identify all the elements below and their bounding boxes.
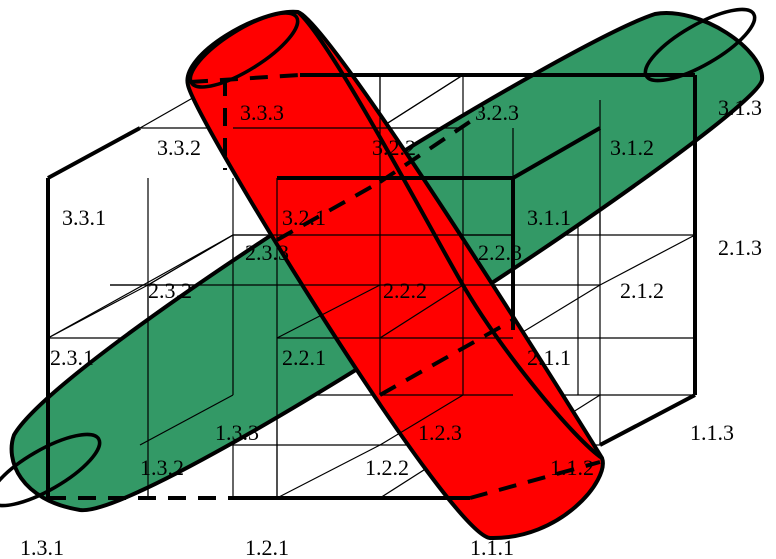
red-cylinder-edge — [296, 10, 604, 460]
label-3-3-2: 3.3.2 — [157, 135, 201, 160]
label-1-2-2: 1.2.2 — [365, 455, 409, 480]
outer-box — [46, 73, 697, 500]
label-3-2-3: 3.2.3 — [475, 100, 519, 125]
label-2-2-2: 2.2.2 — [383, 278, 427, 303]
label-2-1-3: 2.1.3 — [718, 235, 762, 260]
label-3-2-2: 3.2.2 — [372, 135, 416, 160]
label-1-2-1: 1.2.1 — [245, 535, 289, 559]
label-1-1-2: 1.1.2 — [550, 455, 594, 480]
label-3-1-3: 3.1.3 — [718, 95, 762, 120]
label-1-3-2: 1.3.2 — [140, 455, 184, 480]
label-2-2-3: 2.2.3 — [478, 240, 522, 265]
green-cylinder-end-left — [0, 432, 102, 508]
label-2-2-1: 2.2.1 — [282, 345, 326, 370]
cell-labels: 1.3.1 1.2.1 1.1.1 1.3.2 1.2.2 1.1.2 1.3.… — [20, 95, 762, 559]
label-1-1-1: 1.1.1 — [470, 535, 514, 559]
label-1-1-3: 1.1.3 — [690, 420, 734, 445]
label-1-3-3: 1.3.3 — [215, 420, 259, 445]
hidden-edges — [46, 73, 601, 500]
label-1-3-1: 1.3.1 — [20, 535, 64, 559]
label-3-3-3: 3.3.3 — [240, 100, 284, 125]
grid-over-red — [233, 75, 513, 498]
label-3-2-1: 3.2.1 — [282, 205, 326, 230]
label-2-3-1: 2.3.1 — [50, 345, 94, 370]
label-2-1-2: 2.1.2 — [620, 278, 664, 303]
label-3-1-2: 3.1.2 — [610, 135, 654, 160]
label-3-3-1: 3.3.1 — [62, 205, 106, 230]
label-2-3-3: 2.3.3 — [245, 240, 289, 265]
label-3-1-1: 3.1.1 — [527, 205, 571, 230]
label-2-1-1: 2.1.1 — [527, 345, 571, 370]
label-1-2-3: 1.2.3 — [418, 420, 462, 445]
label-2-3-2: 2.3.2 — [148, 278, 192, 303]
